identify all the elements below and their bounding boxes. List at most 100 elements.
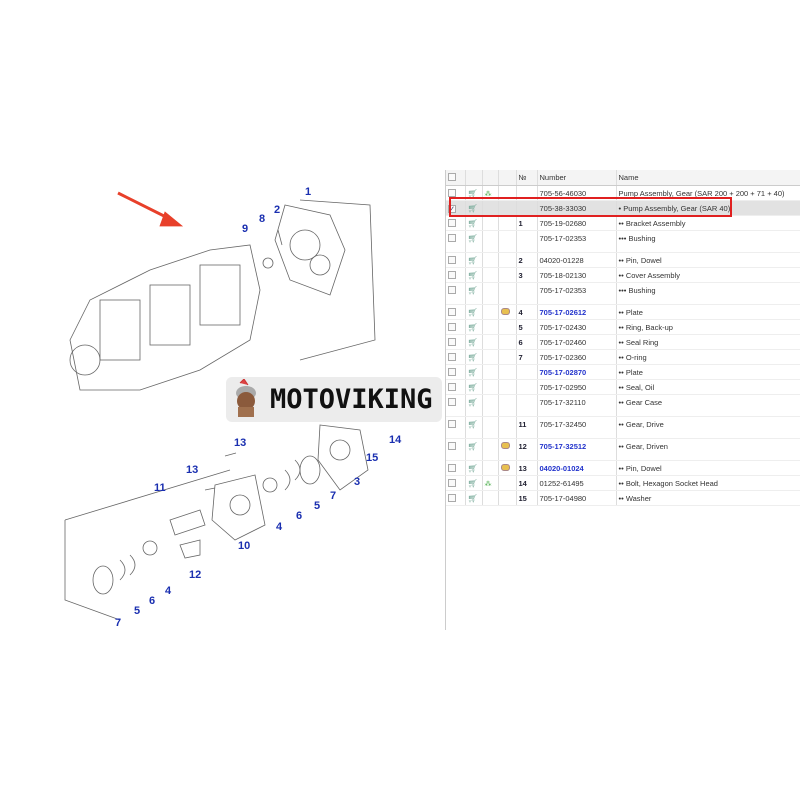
table-row[interactable]: 🛒︎ 1 705-19-02680 •• Bracket Assembly (446, 215, 800, 231)
row-checkbox[interactable] (446, 416, 466, 439)
row-checkbox[interactable] (446, 267, 466, 283)
callout-13[interactable]: 13 (186, 464, 199, 476)
callout-9[interactable]: 9 (242, 223, 249, 235)
table-row[interactable]: 🛒︎ 7 705-17-02360 •• O-ring (446, 349, 800, 365)
table-row[interactable]: 🛒︎ 3 705-18-02130 •• Cover Assembly (446, 267, 800, 283)
cart-icon[interactable]: 🛒︎ (465, 394, 483, 417)
table-row[interactable]: 🛒︎ 11 705-17-32450 •• Gear, Drive (446, 416, 800, 439)
parts-list-panel: № Number Name 🛒︎ ⁂ 705-56-46030 Pump Ass… (445, 170, 800, 630)
empty-cell (498, 394, 517, 417)
callout-12[interactable]: 12 (189, 569, 202, 581)
row-checkbox[interactable] (446, 282, 466, 305)
row-checkbox[interactable] (446, 334, 466, 350)
cart-icon[interactable]: 🛒︎ (465, 304, 483, 320)
callout-14[interactable]: 14 (389, 434, 402, 446)
row-checkbox[interactable] (446, 394, 466, 417)
table-row[interactable]: ✓ 🛒︎ 705-38-33030 • Pump Assembly, Gear … (446, 200, 800, 216)
tree-icon[interactable]: ⁂ (482, 185, 499, 201)
callout-8[interactable]: 8 (259, 213, 266, 225)
table-row[interactable]: 🛒︎ 705-17-02870 •• Plate (446, 364, 800, 380)
header-no[interactable]: № (516, 170, 538, 186)
callout-2[interactable]: 2 (274, 204, 281, 216)
cart-icon[interactable]: 🛒︎ (465, 185, 483, 201)
cart-icon[interactable]: 🛒︎ (465, 230, 483, 253)
cart-icon[interactable]: 🛒︎ (465, 475, 483, 491)
empty-cell (498, 379, 517, 395)
callout-7[interactable]: 7 (115, 617, 122, 629)
callout-3[interactable]: 3 (354, 476, 361, 488)
header-name[interactable]: Name (616, 170, 800, 186)
callout-4[interactable]: 4 (276, 521, 283, 533)
row-checkbox[interactable] (446, 364, 466, 380)
select-all-checkbox[interactable] (446, 170, 466, 186)
row-checkbox[interactable] (446, 379, 466, 395)
folder-icon[interactable] (498, 304, 517, 320)
cart-icon[interactable]: 🛒︎ (465, 349, 483, 365)
table-row[interactable]: 🛒︎ 5 705-17-02430 •• Ring, Back-up (446, 319, 800, 335)
empty-cell (498, 200, 517, 216)
tree-icon[interactable]: ⁂ (482, 475, 499, 491)
cart-icon[interactable]: 🛒︎ (465, 438, 483, 461)
row-checkbox[interactable] (446, 460, 466, 476)
table-row[interactable]: 🛒︎ 13 04020-01024 •• Pin, Dowel (446, 460, 800, 476)
row-checkbox[interactable] (446, 215, 466, 231)
item-no: 15 (516, 490, 538, 506)
cart-icon[interactable]: 🛒︎ (465, 379, 483, 395)
empty-cell (498, 215, 517, 231)
callout-10[interactable]: 10 (238, 540, 251, 552)
part-number[interactable]: 705-17-02612 (537, 304, 617, 320)
row-checkbox[interactable] (446, 230, 466, 253)
callout-11[interactable]: 11 (154, 482, 166, 494)
callout-7[interactable]: 7 (330, 490, 337, 502)
row-checkbox[interactable] (446, 185, 466, 201)
table-row[interactable]: 🛒︎ ⁂ 705-56-46030 Pump Assembly, Gear (S… (446, 185, 800, 201)
cart-icon[interactable]: 🛒︎ (465, 200, 483, 216)
empty-cell (498, 252, 517, 268)
table-row[interactable]: 🛒︎ 6 705-17-02460 •• Seal Ring (446, 334, 800, 350)
callout-4[interactable]: 4 (165, 585, 172, 597)
row-checkbox[interactable] (446, 319, 466, 335)
header-number[interactable]: Number (537, 170, 617, 186)
row-checkbox[interactable] (446, 252, 466, 268)
cart-icon[interactable]: 🛒︎ (465, 490, 483, 506)
callout-5[interactable]: 5 (134, 605, 141, 617)
table-row[interactable]: 🛒︎ 705-17-02950 •• Seal, Oil (446, 379, 800, 395)
callout-15[interactable]: 15 (366, 452, 379, 464)
row-checkbox[interactable] (446, 490, 466, 506)
cart-icon[interactable]: 🛒︎ (465, 416, 483, 439)
callout-6[interactable]: 6 (296, 510, 303, 522)
part-number[interactable]: 04020-01024 (537, 460, 617, 476)
row-checkbox[interactable] (446, 304, 466, 320)
callout-5[interactable]: 5 (314, 500, 321, 512)
table-row[interactable]: 🛒︎ 2 04020-01228 •• Pin, Dowel (446, 252, 800, 268)
cart-icon[interactable]: 🛒︎ (465, 215, 483, 231)
callout-6[interactable]: 6 (149, 595, 156, 607)
folder-icon[interactable] (498, 438, 517, 461)
cart-icon[interactable]: 🛒︎ (465, 319, 483, 335)
part-number[interactable]: 705-17-02870 (537, 364, 617, 380)
table-row[interactable]: 🛒︎ 705-17-32110 •• Gear Case (446, 394, 800, 417)
table-row[interactable]: 🛒︎ 4 705-17-02612 •• Plate (446, 304, 800, 320)
cart-icon[interactable]: 🛒︎ (465, 364, 483, 380)
table-row[interactable]: 🛒︎ 705-17-02353 ••• Bushing (446, 282, 800, 305)
part-number: 705-17-02353 (537, 282, 617, 305)
row-checkbox[interactable] (446, 349, 466, 365)
table-row[interactable]: 🛒︎ 15 705-17-04980 •• Washer (446, 490, 800, 506)
row-checkbox[interactable] (446, 438, 466, 461)
cart-icon[interactable]: 🛒︎ (465, 460, 483, 476)
part-name: •• Plate (616, 304, 800, 320)
callout-1[interactable]: 1 (305, 186, 312, 198)
table-row[interactable]: 🛒︎ 12 705-17-32512 •• Gear, Driven (446, 438, 800, 461)
part-number[interactable]: 705-17-32512 (537, 438, 617, 461)
cart-icon[interactable]: 🛒︎ (465, 282, 483, 305)
cart-icon[interactable]: 🛒︎ (465, 267, 483, 283)
folder-icon[interactable] (498, 460, 517, 476)
row-checkbox[interactable] (446, 475, 466, 491)
part-number: 705-17-32450 (537, 416, 617, 439)
table-row[interactable]: 🛒︎ 705-17-02353 ••• Bushing (446, 230, 800, 253)
part-name: •• Seal Ring (616, 334, 800, 350)
table-row[interactable]: 🛒︎ ⁂ 14 01252-61495 •• Bolt, Hexagon Soc… (446, 475, 800, 491)
cart-icon[interactable]: 🛒︎ (465, 334, 483, 350)
cart-icon[interactable]: 🛒︎ (465, 252, 483, 268)
callout-13[interactable]: 13 (234, 437, 247, 449)
